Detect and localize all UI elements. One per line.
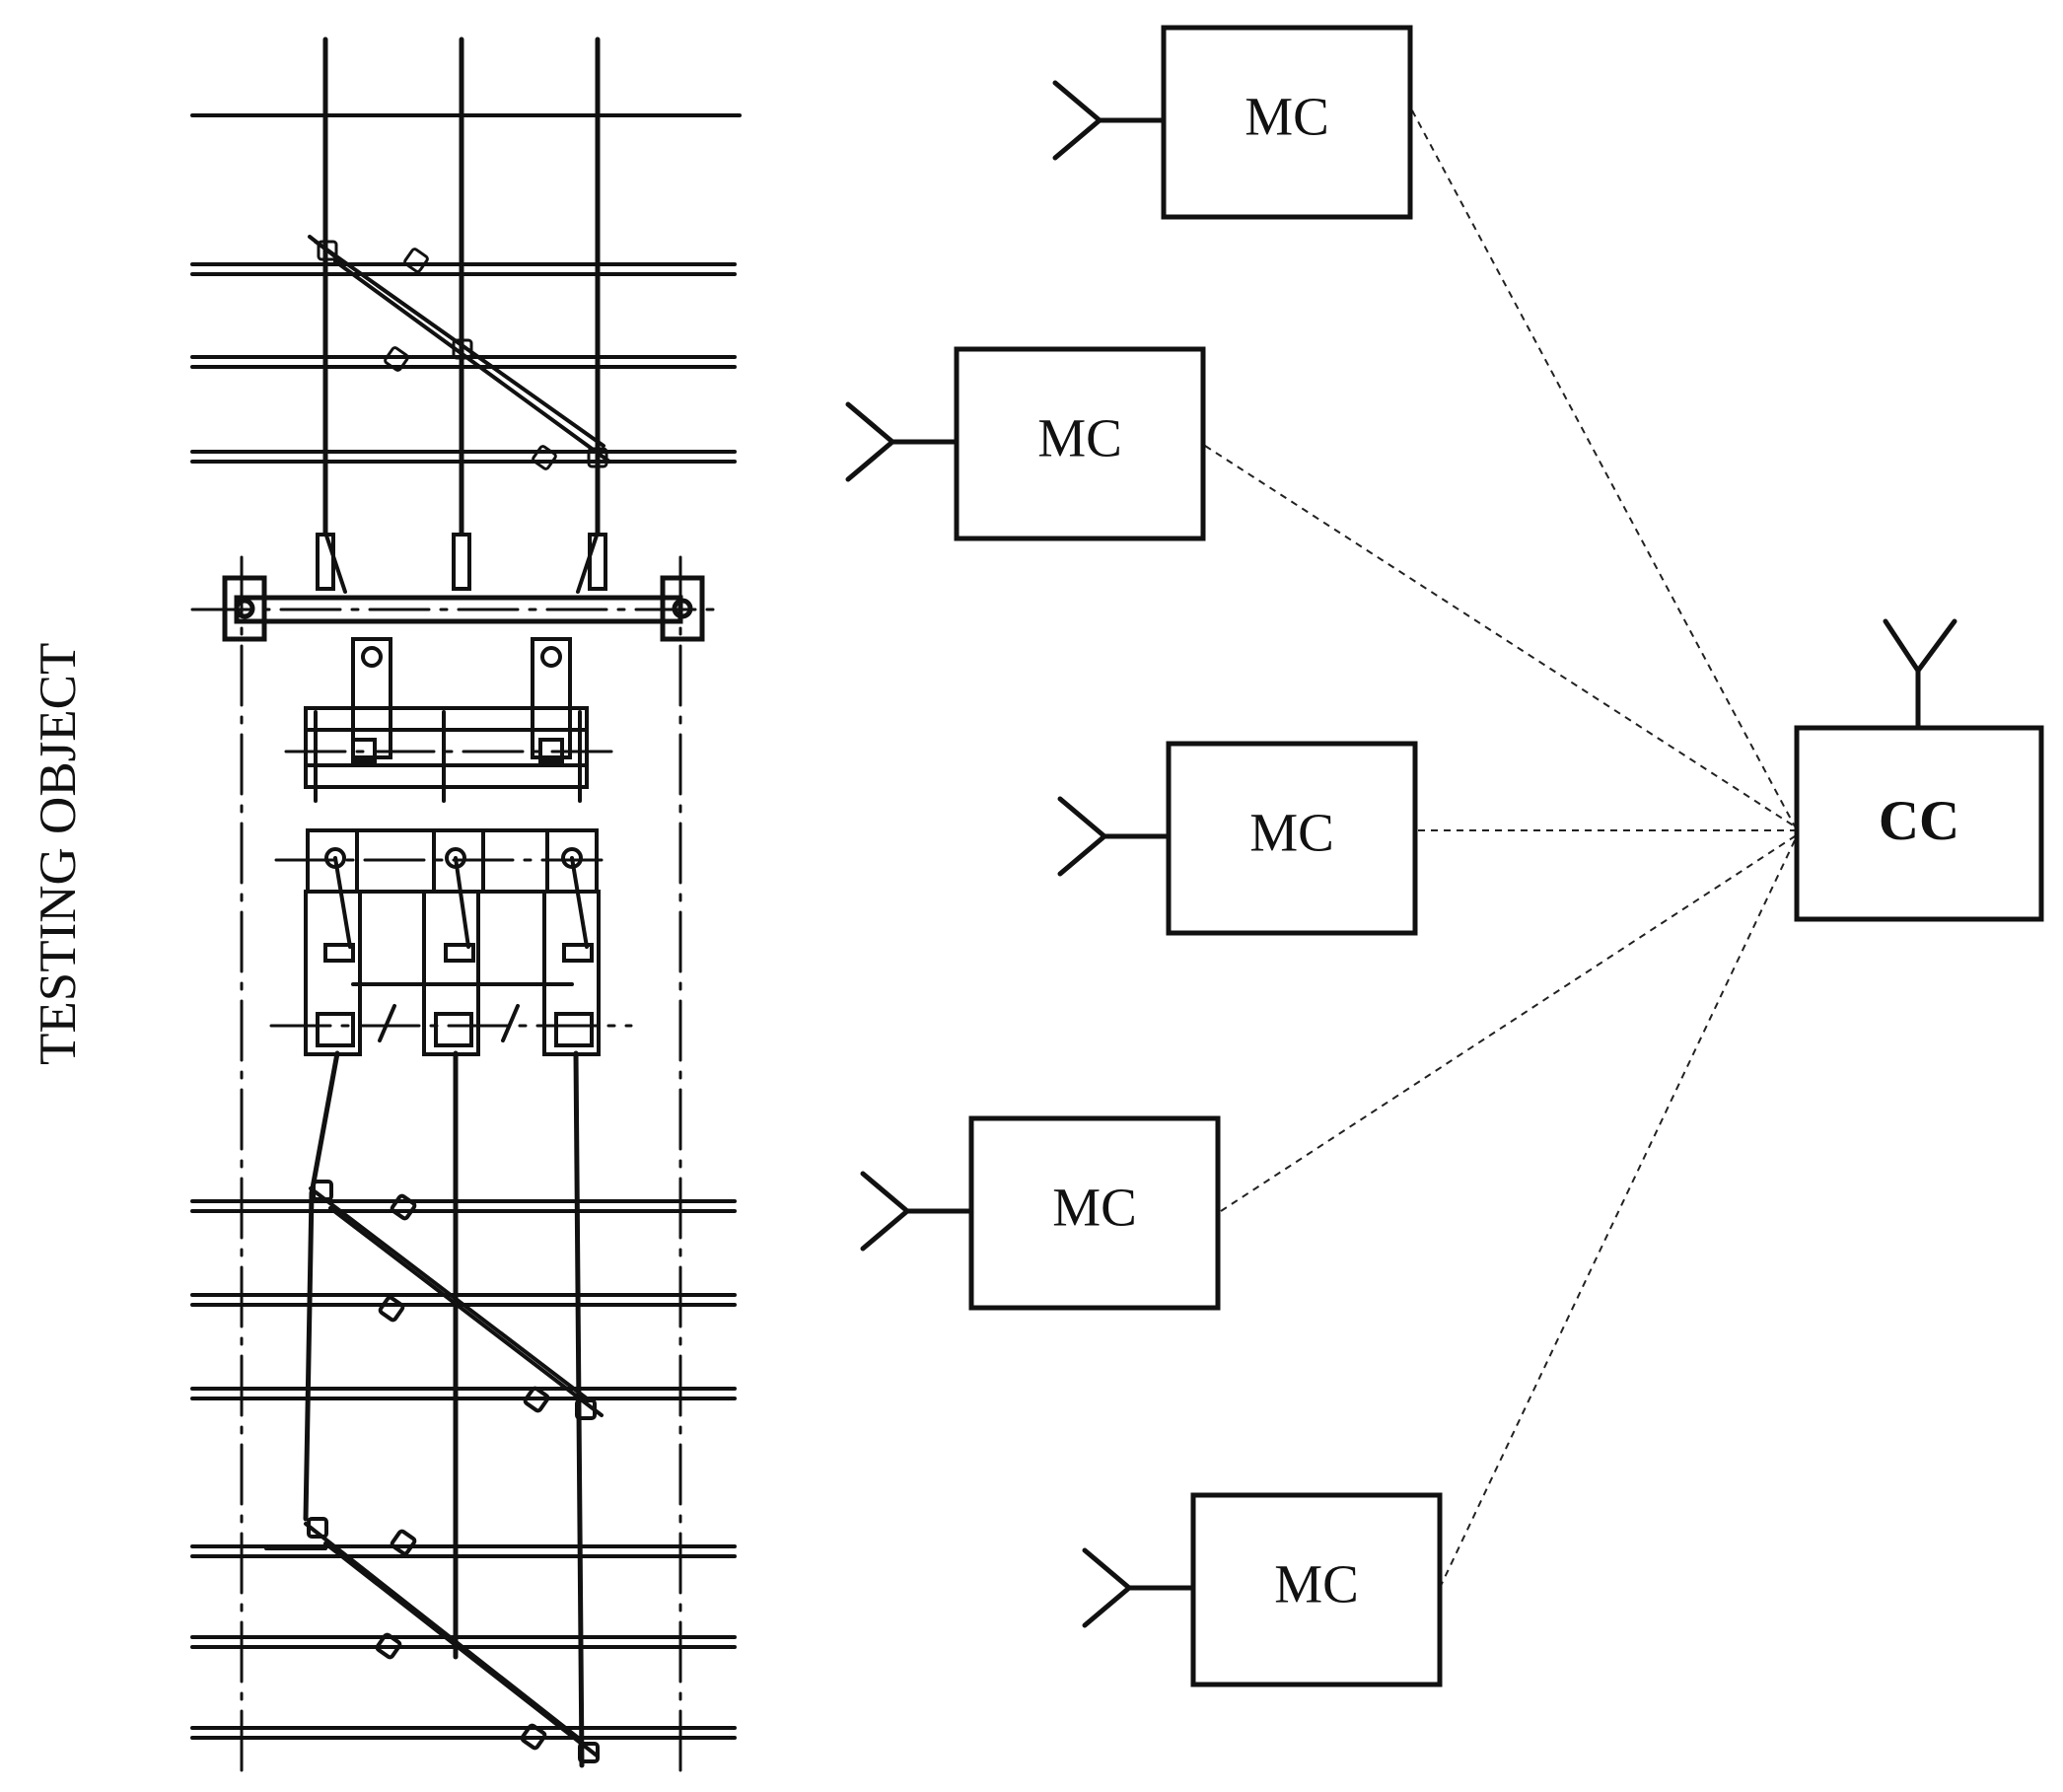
antenna-icon: [1883, 618, 1957, 731]
link-mc-2: [1204, 445, 1796, 827]
wireless-links: [1204, 109, 1796, 1589]
mc-label: MC: [1052, 1178, 1137, 1238]
antenna-icon: [860, 1171, 974, 1252]
mc-label: MC: [1274, 1554, 1359, 1614]
mc-label: MC: [1249, 803, 1334, 863]
link-mc-5: [1439, 839, 1796, 1589]
top-rod-joints: [317, 240, 608, 470]
mc-box: [1161, 25, 1413, 220]
lower-diagonal-rod-1: [309, 1180, 604, 1420]
mc-box: [954, 346, 1206, 541]
mechanism-lower: [304, 828, 601, 1056]
mc-label: MC: [1037, 408, 1122, 468]
lower-diagonal-rod-2: [264, 1517, 600, 1763]
lower-sleepers-2: [190, 1544, 737, 1740]
mechanism-upper: [304, 637, 589, 803]
mc-node-3: MC: [1057, 741, 1418, 936]
cc-node: CC: [1794, 618, 2044, 922]
mc-box: [1166, 741, 1418, 936]
top-sleepers: [190, 113, 742, 464]
droppers: [316, 531, 607, 594]
antenna-icon: [845, 401, 960, 482]
cc-box: [1794, 725, 2044, 922]
mc-box: [1190, 1492, 1443, 1687]
link-mc-1: [1411, 109, 1796, 827]
crossbar: [222, 575, 705, 642]
testing-object-label: TESTING OBJECT: [30, 643, 87, 1065]
mc-node-4: MC: [860, 1115, 1221, 1311]
mc-node-2: MC: [845, 346, 1206, 541]
mc-node-5: MC: [1082, 1492, 1443, 1687]
antenna-icon: [1082, 1547, 1196, 1628]
lower-sleepers-1: [190, 1199, 737, 1400]
mc-node-1: MC: [1052, 25, 1413, 220]
guide-lines: [190, 555, 727, 1777]
testing-object-drawing: [190, 36, 742, 1777]
top-diagonal-rod: [308, 235, 611, 464]
mc-label: MC: [1245, 87, 1329, 147]
antenna-icon: [1057, 796, 1172, 877]
antenna-icon: [1052, 80, 1167, 161]
cc-label: CC: [1879, 790, 1959, 852]
mc-box: [968, 1115, 1221, 1311]
